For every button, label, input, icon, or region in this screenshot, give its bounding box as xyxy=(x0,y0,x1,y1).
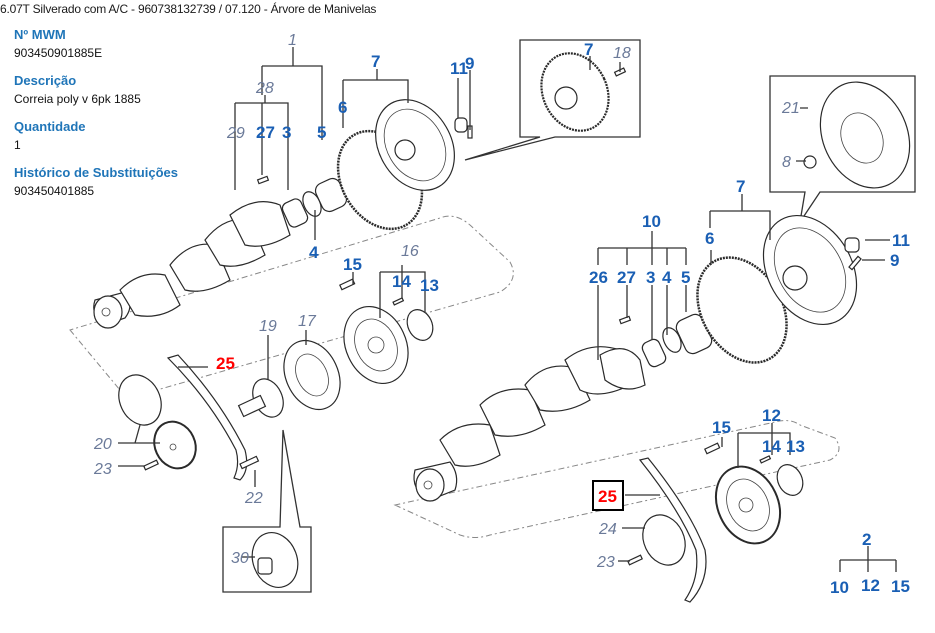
bolt-15-lower xyxy=(704,442,721,455)
group-outline-upper-left xyxy=(69,215,514,396)
bearing-ring-3-lower xyxy=(641,338,667,368)
flywheel-gear-detail xyxy=(540,52,610,132)
breadcrumb: 6.07T Silverado com A/C - 960738132739 /… xyxy=(0,2,377,16)
bolt-23-upper xyxy=(143,459,159,471)
poly-v-belt-25-upper xyxy=(166,354,248,481)
callout-3[interactable]: 3 xyxy=(282,123,291,142)
idler-disc-24 xyxy=(642,514,686,566)
part-info-panel: Nº MWM 903450901885E Descrição Correia p… xyxy=(14,27,214,211)
key-27-lower xyxy=(618,315,632,325)
selected-callout-box xyxy=(592,480,624,511)
flywheel-7-lower xyxy=(762,214,858,326)
callout-5-lower[interactable]: 5 xyxy=(681,268,690,287)
callout-28[interactable]: 28 xyxy=(255,80,274,97)
callout-16[interactable]: 16 xyxy=(401,243,419,260)
callout-18[interactable]: 18 xyxy=(613,45,631,62)
callout-12[interactable]: 12 xyxy=(762,406,781,425)
callout-5[interactable]: 5 xyxy=(317,123,326,142)
bolt-23-lower xyxy=(627,554,643,566)
callout-4[interactable]: 4 xyxy=(309,243,319,262)
callout-11[interactable]: 11 xyxy=(450,59,468,78)
dowel-11-lower xyxy=(844,237,860,253)
callout-14[interactable]: 14 xyxy=(392,272,411,291)
callout-12-kit[interactable]: 12 xyxy=(861,576,880,595)
callout-2[interactable]: 2 xyxy=(862,530,871,549)
poly-v-belt-25-lower xyxy=(638,457,707,603)
callout-10[interactable]: 10 xyxy=(642,212,661,231)
idler-disc-20 xyxy=(118,374,162,426)
callout-15-lower[interactable]: 15 xyxy=(712,418,731,437)
callout-4-lower[interactable]: 4 xyxy=(662,268,672,287)
idler-pulley-20 xyxy=(153,420,197,470)
seal-13-lower xyxy=(776,464,804,496)
bolt-22 xyxy=(239,455,260,470)
key-14-upper xyxy=(392,297,405,306)
callout-11-lower[interactable]: 11 xyxy=(892,231,910,250)
callout-19[interactable]: 19 xyxy=(259,318,277,335)
callout-27[interactable]: 27 xyxy=(256,123,275,142)
callout-30[interactable]: 30 xyxy=(231,550,249,567)
callout-8[interactable]: 8 xyxy=(782,154,791,171)
callout-15[interactable]: 15 xyxy=(343,255,362,274)
callout-14-lower[interactable]: 14 xyxy=(762,437,781,456)
callout-3-lower[interactable]: 3 xyxy=(646,268,655,287)
replacement-history-value[interactable]: 903450401885 xyxy=(14,184,95,198)
callout-23-lower[interactable]: 23 xyxy=(596,554,615,571)
callout-23[interactable]: 23 xyxy=(93,461,112,478)
group-outline-lower-right xyxy=(393,420,840,538)
callout-15-kit[interactable]: 15 xyxy=(891,577,910,596)
callout-7-detail[interactable]: 7 xyxy=(584,40,593,59)
description-value: Correia poly v 6pk 1885 xyxy=(14,92,141,106)
key-27-upper xyxy=(256,175,270,185)
callout-6[interactable]: 6 xyxy=(338,98,347,117)
seal-13-upper xyxy=(406,309,434,341)
bushing-8 xyxy=(803,155,817,169)
mwm-number-label: Nº MWM xyxy=(14,27,66,42)
callout-27-lower[interactable]: 27 xyxy=(617,268,636,287)
callout-20[interactable]: 20 xyxy=(93,436,112,453)
callout-24[interactable]: 24 xyxy=(598,521,617,538)
flywheel-7-upper xyxy=(375,99,455,191)
callout-17[interactable]: 17 xyxy=(298,313,317,330)
mwm-number-value: 903450901885E xyxy=(14,46,103,60)
callout-6-lower[interactable]: 6 xyxy=(705,229,714,248)
callout-7[interactable]: 7 xyxy=(371,52,380,71)
callout-9[interactable]: 9 xyxy=(465,54,474,73)
callout-21[interactable]: 21 xyxy=(781,100,800,117)
description-label: Descrição xyxy=(14,73,77,88)
callout-26[interactable]: 26 xyxy=(589,268,608,287)
callout-25-selected[interactable]: 25 xyxy=(598,487,617,506)
hub-19 xyxy=(237,378,284,418)
callout-22[interactable]: 22 xyxy=(244,490,263,507)
hub-detail-30 xyxy=(251,532,299,588)
key-14-lower xyxy=(759,455,772,464)
callout-13[interactable]: 13 xyxy=(420,276,439,295)
callout-25-upper[interactable]: 25 xyxy=(216,354,235,373)
quantity-label: Quantidade xyxy=(14,119,86,134)
bearing-ring-3-upper xyxy=(281,198,309,228)
bolt-9-lower xyxy=(848,255,862,271)
callout-1[interactable]: 1 xyxy=(288,32,297,49)
leader-lines xyxy=(118,47,897,572)
callout-29[interactable]: 29 xyxy=(226,125,245,142)
crankshaft-lower xyxy=(413,346,646,502)
callout-10-kit[interactable]: 10 xyxy=(830,578,849,597)
damper-pulley-16 xyxy=(343,305,409,385)
callout-13-lower[interactable]: 13 xyxy=(786,437,805,456)
callout-7-lower[interactable]: 7 xyxy=(736,177,745,196)
crankshaft-upper xyxy=(93,201,291,329)
replacement-history-label: Histórico de Substituições xyxy=(14,165,178,180)
flywheel-bolt-detail xyxy=(819,81,911,189)
pulley-17 xyxy=(283,339,341,411)
damper-pulley-12 xyxy=(714,465,782,545)
quantity-value: 1 xyxy=(14,138,21,152)
callout-9-lower[interactable]: 9 xyxy=(890,251,899,270)
dowel-11-upper xyxy=(454,117,468,133)
